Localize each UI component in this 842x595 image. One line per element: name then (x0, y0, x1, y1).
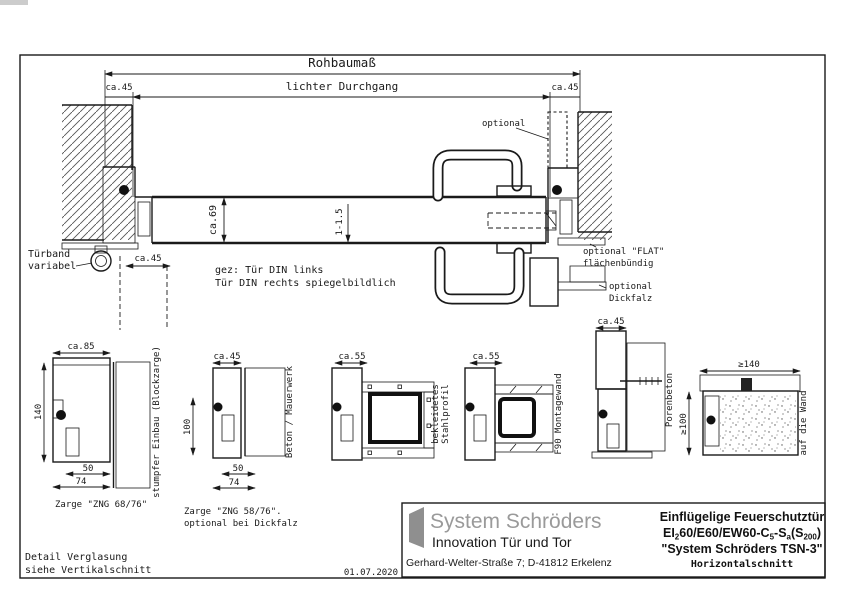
detail-a-dim-top: ca.85 (67, 342, 94, 352)
flat-note-1: optional "FLAT" (583, 247, 664, 257)
footer-notes: Detail Verglasung siehe Vertikalschnitt … (25, 552, 398, 578)
glazing-note-1: Detail Verglasung (25, 552, 127, 563)
door-thickness-dim: ca.69 (208, 197, 227, 243)
flat-note: optional "FLAT" flächenbündig (583, 243, 664, 269)
hinge-note-1: Türband (28, 249, 70, 260)
company-name: System Schröders (430, 510, 602, 533)
sheet-border (19, 54, 826, 579)
drawing-title-1: Einflügelige Feuerschutztür (660, 510, 825, 524)
dim-swing-ca45: ca.45 (134, 254, 161, 264)
dim-gap: 1-1.5 (335, 208, 345, 235)
dim-ca45-right: ca.45 (551, 83, 578, 93)
detail-b-caption-2: optional bei Dickfalz (184, 519, 298, 529)
detail-auf-die-wand: ≥140 ≥100 auf die Wand (679, 360, 809, 456)
detail-b-caption-1: Zarge "ZNG 58/76". (184, 507, 282, 517)
title-block: System Schröders Innovation Tür und Tor … (401, 502, 826, 578)
detail-e-side-label: Porenbeton (665, 373, 675, 427)
frame-seal-left (119, 185, 129, 195)
dickfalz-detail: optional Dickfalz (529, 257, 652, 307)
drawing-title-3: "System Schröders TSN-3" (661, 542, 822, 556)
detail-b-dim-74: 74 (229, 478, 240, 488)
detail-c-side-label-1: bekleidetes (431, 384, 441, 444)
detail-a-dim-50: 50 (83, 464, 94, 474)
dim-ca69: ca.69 (208, 205, 219, 235)
drawing-date: 01.07.2020 (344, 568, 398, 578)
detail-b-dim-left: 100 (183, 419, 193, 435)
dim-ca45-left: ca.45 (105, 83, 132, 93)
detail-a-side-label: stumpfer Einbau (Blockzarge) (152, 346, 162, 498)
detail-c-side-label-2: Stahlprofil (441, 384, 451, 444)
din-note-2: Tür DIN rechts spiegelbildlich (215, 278, 396, 289)
detail-b-dim-50: 50 (233, 464, 244, 474)
detail-a-dim-74: 74 (76, 477, 87, 487)
glazing-note-2: siehe Vertikalschnitt (25, 565, 151, 576)
detail-blockzarge: ca.85 140 50 74 Zarge "ZNG 68/76" stumpf… (34, 342, 162, 510)
optional-frame-extension (547, 111, 568, 169)
detail-f-side-label: auf die Wand (799, 390, 809, 455)
din-note-1: gez: Tür DIN links (215, 265, 323, 276)
frame-seal-right (552, 185, 562, 195)
lever-handle-bottom (434, 242, 532, 305)
frame-flange-left (61, 242, 139, 250)
dim-rohbaumass: Rohbaumaß (308, 55, 376, 70)
left-frame (61, 166, 152, 250)
flat-note-2: flächenbündig (583, 259, 653, 269)
detail-d-dim-top: ca.55 (472, 352, 499, 362)
gap-dim: 1-1.5 (335, 204, 351, 243)
hinge-note-2: variabel (28, 261, 76, 272)
detail-zng5876: ca.45 100 50 74 Zarge "ZNG 58/76". optio… (183, 352, 298, 529)
detail-stahlprofil: ca.55 bekleidetes Stahlprofil (331, 352, 451, 461)
detail-b-dim-top: ca.45 (213, 352, 240, 362)
detail-a-dim-left: 140 (34, 404, 44, 420)
detail-f-dim-top: ≥140 (738, 360, 760, 370)
detail-a-caption: Zarge "ZNG 68/76" (55, 500, 147, 510)
handle-rosette-top (496, 185, 532, 197)
din-note: gez: Tür DIN links Tür DIN rechts spiege… (215, 265, 396, 289)
dickfalz-note-1: optional (609, 282, 652, 292)
detail-c-dim-top: ca.55 (338, 352, 365, 362)
drawing-title-rating: EI260/E60/EW60-C5-Sa(S200) (663, 526, 821, 542)
door-swing: ca.45 (119, 254, 171, 330)
right-wall (577, 111, 612, 240)
detail-b-side-label: Beton / Mauerwerk (285, 365, 295, 458)
left-wall (62, 104, 135, 241)
detail-porenbeton: ca.45 Porenbeton (591, 317, 675, 459)
dickfalz-note-2: Dickfalz (609, 294, 652, 304)
company-logo (409, 507, 424, 548)
dim-lichter-durchgang: lichter Durchgang (286, 80, 399, 93)
company-tagline: Innovation Tür und Tor (432, 534, 572, 550)
optional-label: optional (482, 119, 525, 129)
lever-handle-top (432, 149, 532, 202)
detail-f90: ca.55 F90 Montagewand (464, 352, 564, 461)
drawing-title-4: Horizontalschnitt (691, 558, 793, 570)
detail-d-side-label: F90 Montagewand (554, 373, 564, 454)
company-address: Gerhard-Welter-Straße 7; D-41812 Erkelen… (406, 557, 612, 569)
top-dimensions: Rohbaumaß lichter Durchgang ca.45 ca.45 (104, 55, 581, 197)
detail-f-dim-left: ≥100 (679, 413, 689, 435)
scan-artifact (0, 0, 28, 5)
hinge: Türband variabel (28, 245, 112, 272)
detail-e-dim-top: ca.45 (597, 317, 624, 327)
